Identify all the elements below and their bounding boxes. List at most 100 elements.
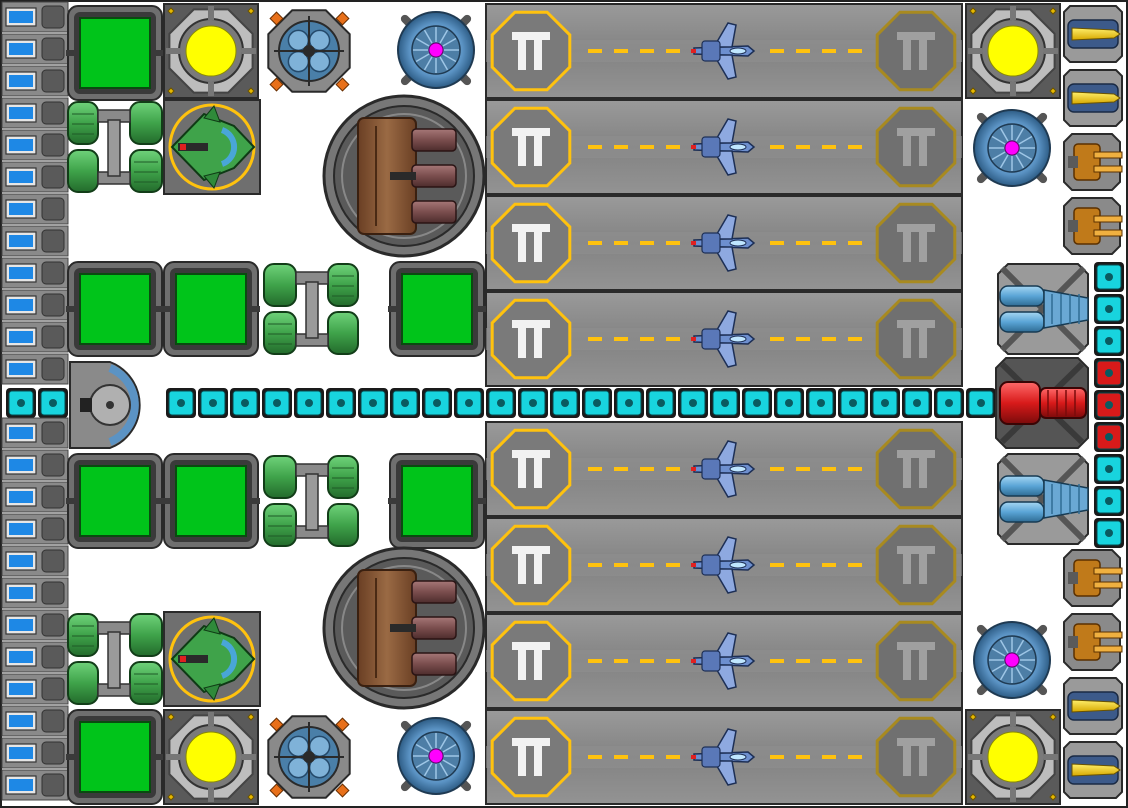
power-conduit-icon — [454, 388, 484, 418]
power-conduit-icon — [774, 388, 804, 418]
battery-cell[interactable] — [1, 321, 69, 353]
hangar-bay[interactable] — [485, 3, 963, 99]
battery-cell[interactable] — [1, 449, 69, 481]
drone-bay[interactable] — [267, 9, 351, 93]
battery-cell[interactable] — [1, 417, 69, 449]
battery-cell[interactable] — [1, 577, 69, 609]
shield-generator[interactable] — [973, 621, 1051, 699]
reactor[interactable] — [965, 3, 1061, 99]
battery-cell[interactable] — [1, 129, 69, 161]
engine-block[interactable] — [263, 263, 359, 355]
battery-cell[interactable] — [1, 673, 69, 705]
battery-cell[interactable] — [1, 1, 69, 33]
power-hub[interactable] — [995, 357, 1089, 449]
engine-block[interactable] — [67, 101, 163, 193]
battery-cell[interactable] — [1, 769, 69, 801]
hangar-bay[interactable] — [485, 709, 963, 805]
battery-cell[interactable] — [1, 225, 69, 257]
hangar-bay[interactable] — [485, 517, 963, 613]
cargo-block[interactable] — [162, 261, 260, 357]
power-conduit-icon — [966, 388, 996, 418]
cannon-turret[interactable] — [322, 94, 486, 258]
fighter-ship-icon[interactable] — [691, 536, 756, 594]
railgun[interactable] — [1063, 69, 1123, 127]
battery-cell[interactable] — [1, 737, 69, 769]
cargo-block[interactable] — [388, 261, 486, 357]
battery-cell[interactable] — [1, 609, 69, 641]
laser-gun[interactable] — [1063, 613, 1123, 671]
hangar-marker-icon — [875, 716, 957, 798]
battery-cell[interactable] — [1, 33, 69, 65]
battery-cell[interactable] — [1, 705, 69, 737]
engine-block[interactable] — [67, 613, 163, 705]
shield-generator[interactable] — [397, 11, 475, 89]
cargo-block[interactable] — [66, 261, 164, 357]
cargo-block[interactable] — [66, 453, 164, 549]
power-conduit-icon — [38, 388, 68, 418]
cargo-block[interactable] — [66, 5, 164, 101]
reactor[interactable] — [163, 3, 259, 99]
hangar-bay[interactable] — [485, 291, 963, 387]
hangar-marker-icon — [490, 428, 572, 510]
scene-name: ship-builder-grid — [0, 0, 1, 1]
battery-cell[interactable] — [1, 161, 69, 193]
drone-pad[interactable] — [163, 99, 261, 195]
battery-cell[interactable] — [1, 353, 69, 385]
fighter-ship-icon[interactable] — [691, 310, 756, 368]
battery-cell[interactable] — [1, 193, 69, 225]
bridge-module[interactable] — [69, 361, 141, 449]
railgun[interactable] — [1063, 5, 1123, 63]
fighter-ship-icon[interactable] — [691, 22, 756, 80]
power-conduit-icon — [262, 388, 292, 418]
battery-cell[interactable] — [1, 97, 69, 129]
shield-generator[interactable] — [397, 717, 475, 795]
power-conduit-icon — [1094, 358, 1124, 388]
hangar-bay[interactable] — [485, 613, 963, 709]
fighter-ship-icon[interactable] — [691, 632, 756, 690]
battery-cell[interactable] — [1, 545, 69, 577]
power-conduit-icon — [166, 388, 196, 418]
power-conduit-icon — [870, 388, 900, 418]
cargo-block[interactable] — [162, 453, 260, 549]
power-conduit-icon — [838, 388, 868, 418]
cargo-block[interactable] — [388, 453, 486, 549]
battery-cell[interactable] — [1, 641, 69, 673]
drone-bay[interactable] — [267, 715, 351, 799]
fighter-ship-icon[interactable] — [691, 214, 756, 272]
power-conduit-icon — [582, 388, 612, 418]
fighter-ship-icon[interactable] — [691, 118, 756, 176]
battery-cell[interactable] — [1, 481, 69, 513]
power-conduit-icon — [518, 388, 548, 418]
thruster[interactable] — [997, 453, 1089, 545]
hangar-bay[interactable] — [485, 195, 963, 291]
railgun[interactable] — [1063, 677, 1123, 735]
laser-gun[interactable] — [1063, 549, 1123, 607]
power-conduit-icon — [1094, 262, 1124, 292]
fighter-ship-icon[interactable] — [691, 728, 756, 786]
power-conduit-icon — [1094, 326, 1124, 356]
railgun[interactable] — [1063, 741, 1123, 799]
battery-cell[interactable] — [1, 513, 69, 545]
hangar-marker-icon — [875, 106, 957, 188]
battery-cell[interactable] — [1, 65, 69, 97]
hangar-marker-icon — [875, 524, 957, 606]
laser-gun[interactable] — [1063, 197, 1123, 255]
hangar-marker-icon — [490, 106, 572, 188]
drone-pad[interactable] — [163, 611, 261, 707]
shield-generator[interactable] — [973, 109, 1051, 187]
cannon-turret[interactable] — [322, 546, 486, 710]
thruster[interactable] — [997, 263, 1089, 355]
hangar-bay[interactable] — [485, 99, 963, 195]
power-conduit-icon — [742, 388, 772, 418]
reactor[interactable] — [163, 709, 259, 805]
power-conduit-icon — [934, 388, 964, 418]
battery-cell[interactable] — [1, 289, 69, 321]
reactor[interactable] — [965, 709, 1061, 805]
laser-gun[interactable] — [1063, 133, 1123, 191]
fighter-ship-icon[interactable] — [691, 440, 756, 498]
cargo-block[interactable] — [66, 709, 164, 805]
hangar-bay[interactable] — [485, 421, 963, 517]
engine-block[interactable] — [263, 455, 359, 547]
battery-cell[interactable] — [1, 257, 69, 289]
